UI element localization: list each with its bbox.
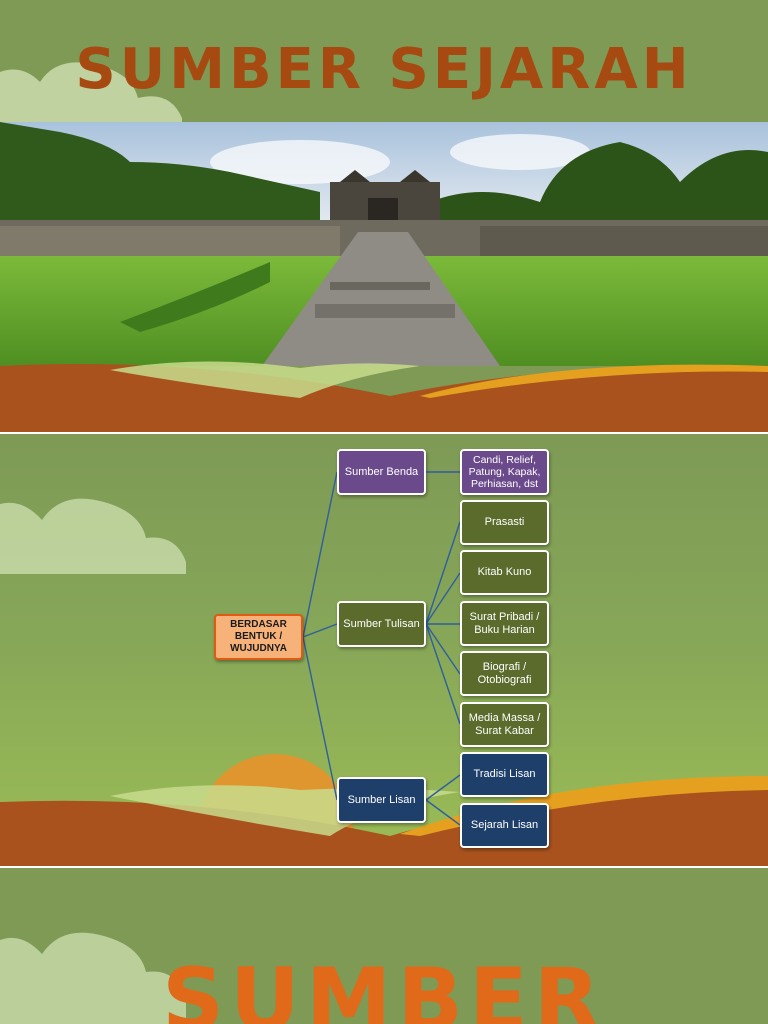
node-benda-item: Candi, Relief, Patung, Kapak, Perhiasan,… — [460, 449, 549, 495]
node-sumber-lisan: Sumber Lisan — [337, 777, 426, 823]
slide-title: SUMBER SEJARAH — [0, 0, 768, 432]
slide-title-text: SUMBER — [162, 950, 606, 1024]
slide-title-text: SUMBER SEJARAH — [75, 37, 693, 102]
node-tulisan-item: Kitab Kuno — [460, 550, 549, 595]
slide-diagram: BERDASAR BENTUK / WUJUDNYA Sumber Benda … — [0, 434, 768, 866]
node-tulisan-item: Prasasti — [460, 500, 549, 545]
node-lisan-item: Tradisi Lisan — [460, 752, 549, 797]
node-tulisan-item: Biografi / Otobiografi — [460, 651, 549, 696]
bottom-wave-decoration — [0, 361, 768, 432]
diagram-connectors — [302, 471, 461, 826]
node-sumber-benda: Sumber Benda — [337, 449, 426, 495]
node-lisan-item: Sejarah Lisan — [460, 803, 549, 848]
node-root: BERDASAR BENTUK / WUJUDNYA — [214, 614, 303, 660]
cloud-decoration — [0, 498, 186, 574]
node-tulisan-item: Surat Pribadi / Buku Harian — [460, 601, 549, 646]
cloud-decoration — [0, 62, 182, 130]
node-sumber-tulisan: Sumber Tulisan — [337, 601, 426, 647]
cloud-decoration — [0, 932, 186, 1024]
slide-next: SUMBER — [0, 868, 768, 1024]
temple-photo — [0, 122, 768, 366]
node-tulisan-item: Media Massa / Surat Kabar — [460, 702, 549, 747]
